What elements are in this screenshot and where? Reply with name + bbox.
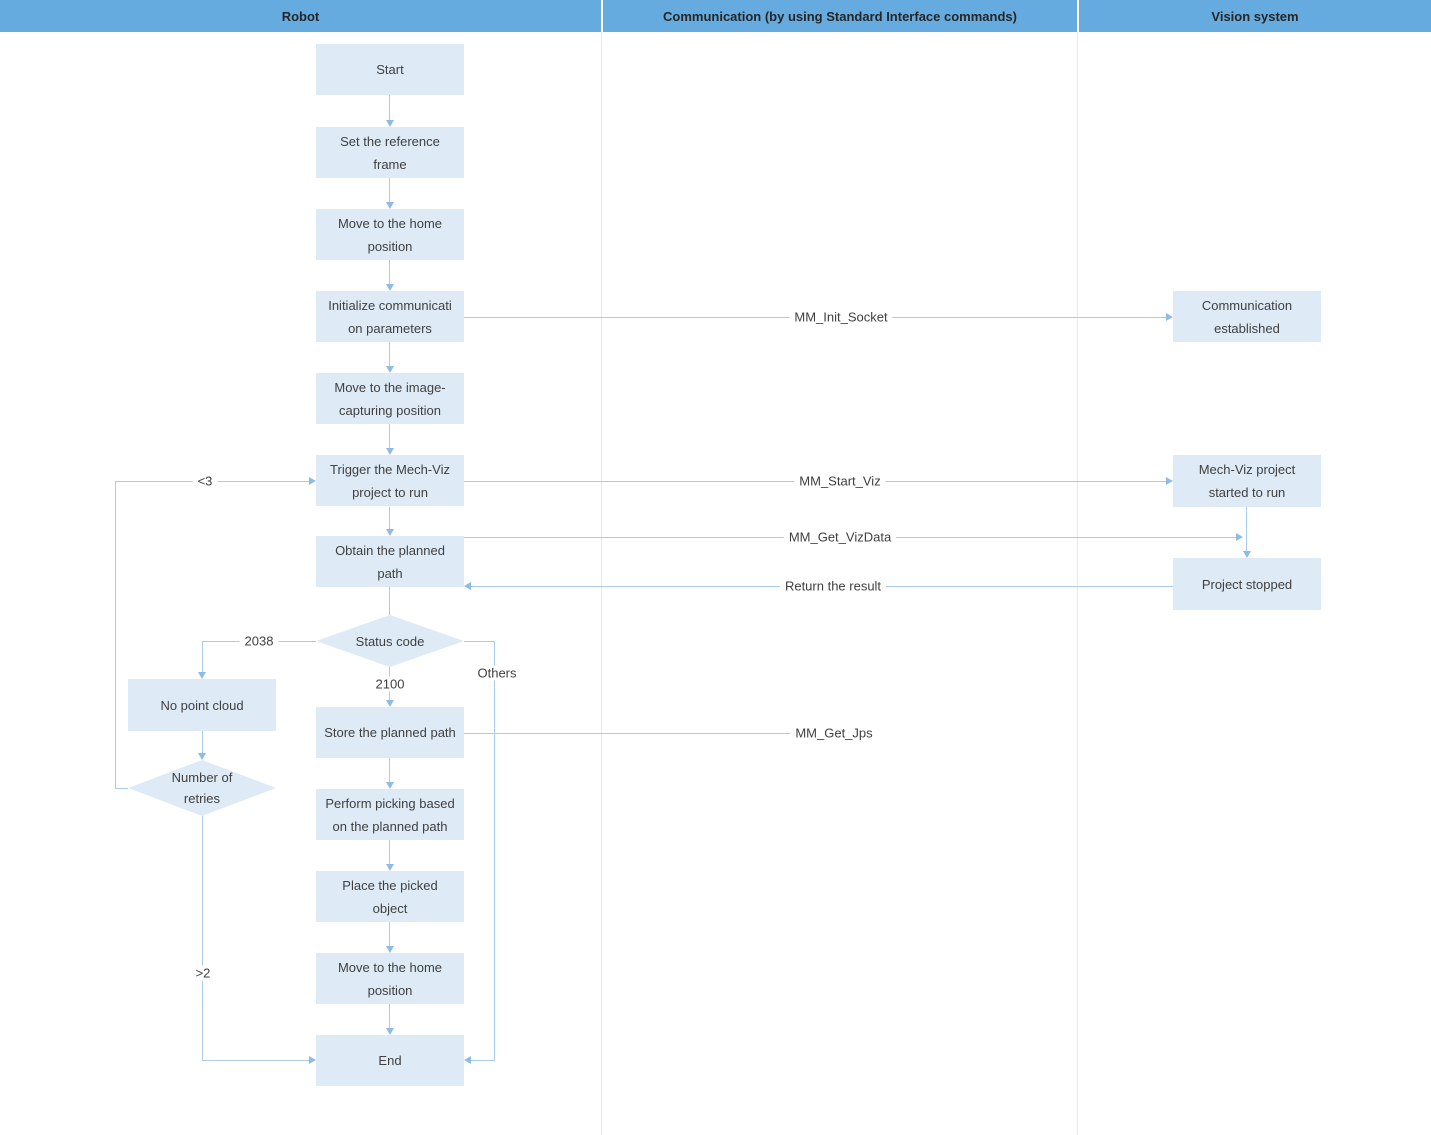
node-store-path: Store the planned path	[316, 707, 464, 758]
edge-statuscode-2038-v	[202, 641, 203, 672]
arrowhead	[386, 202, 394, 209]
node-mechviz-started: Mech-Viz project started to run	[1173, 455, 1321, 507]
edge-mechviz-projectstopped	[1246, 507, 1247, 551]
edge-nopointcloud-retries	[202, 731, 203, 753]
node-no-point-cloud: No point cloud	[128, 679, 276, 731]
arrowhead	[386, 120, 394, 127]
decision-number-of-retries: Number of retries	[128, 760, 276, 816]
arrowhead	[386, 1028, 394, 1035]
edge-moveimage-trigger	[389, 424, 390, 448]
node-move-image-position: Move to the image- capturing position	[316, 373, 464, 424]
label-mm-get-vizdata: MM_Get_VizData	[783, 529, 897, 545]
arrowhead	[386, 448, 394, 455]
edge-retries-lt3-stub	[115, 788, 128, 789]
edge-others-stub	[464, 641, 495, 642]
decision-status-code: Status code	[316, 615, 464, 667]
arrowhead	[464, 1056, 471, 1064]
node-trigger-viz: Trigger the Mech-Viz project to run	[316, 455, 464, 506]
edge-trigger-obtain	[389, 507, 390, 529]
node-comm-established: Communication established	[1173, 291, 1321, 342]
edge-obtain-statuscode	[389, 587, 390, 615]
lane-divider-right	[1077, 32, 1078, 1135]
node-obtain-path: Obtain the planned path	[316, 536, 464, 587]
edge-others-h	[471, 1060, 495, 1061]
node-end: End	[316, 1035, 464, 1086]
lane-header-vision: Vision system	[1079, 0, 1431, 32]
node-move-home-2: Move to the home position	[316, 953, 464, 1004]
lane-header-communication: Communication (by using Standard Interfa…	[603, 0, 1077, 32]
label-2038: 2038	[239, 633, 279, 649]
label-others: Others	[472, 665, 522, 681]
lane-header-robot: Robot	[0, 0, 601, 32]
label-gt2: >2	[190, 965, 216, 981]
arrowhead	[386, 529, 394, 536]
arrowhead	[198, 753, 206, 760]
arrowhead	[198, 672, 206, 679]
arrowhead	[386, 864, 394, 871]
node-project-stopped: Project stopped	[1173, 558, 1321, 610]
edge-setframe-movehome	[389, 178, 390, 202]
arrowhead	[386, 366, 394, 373]
node-place-object: Place the picked object	[316, 871, 464, 922]
edge-start-setframe	[389, 95, 390, 120]
arrowhead	[1243, 551, 1251, 558]
node-set-reference-frame: Set the reference frame	[316, 127, 464, 178]
arrowhead	[1236, 533, 1243, 541]
edge-mm-get-jps	[464, 733, 792, 734]
node-move-home-1: Move to the home position	[316, 209, 464, 260]
arrowhead	[309, 477, 316, 485]
node-perform-picking: Perform picking based on the planned pat…	[316, 789, 464, 840]
edge-movehome2-end	[389, 1004, 390, 1028]
label-mm-init-socket: MM_Init_Socket	[789, 309, 893, 325]
edge-retries-lt3-v	[115, 481, 116, 788]
edge-place-movehome2	[389, 922, 390, 946]
arrowhead	[309, 1056, 316, 1064]
edge-initcomm-moveimage	[389, 342, 390, 366]
label-2100: 2100	[370, 676, 410, 692]
arrowhead	[386, 700, 394, 707]
arrowhead	[386, 284, 394, 291]
edge-retries-gt2-h	[202, 1060, 309, 1061]
arrowhead	[464, 582, 471, 590]
edge-store-perform	[389, 758, 390, 782]
label-mm-start-viz: MM_Start_Viz	[794, 473, 886, 489]
edge-retries-gt2-v	[202, 816, 203, 1060]
arrowhead	[1166, 313, 1173, 321]
arrowhead	[1166, 477, 1173, 485]
node-start: Start	[316, 44, 464, 95]
arrowhead	[386, 782, 394, 789]
node-init-comm: Initialize communicati on parameters	[316, 291, 464, 342]
edge-perform-place	[389, 840, 390, 864]
edge-others-v	[494, 641, 495, 1060]
label-mm-get-jps: MM_Get_Jps	[790, 725, 878, 741]
label-return-result: Return the result	[779, 578, 887, 594]
edge-movehome-initcomm	[389, 260, 390, 284]
lane-divider-left	[601, 32, 602, 1135]
arrowhead	[386, 946, 394, 953]
label-lt3: <3	[192, 473, 218, 489]
